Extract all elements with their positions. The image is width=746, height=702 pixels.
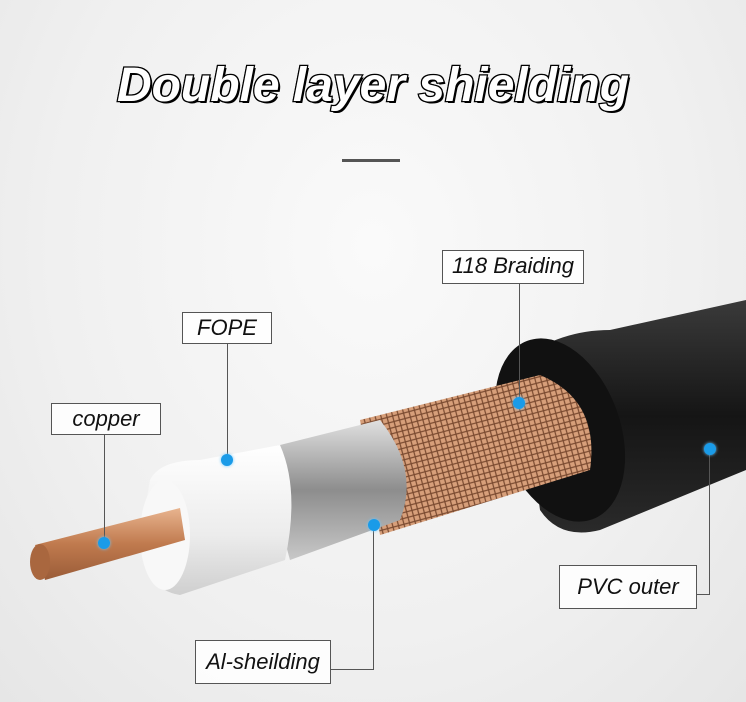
label-al-shielding: Al-sheilding [195,640,331,684]
marker-fope-dot [221,454,233,466]
title-divider [342,159,400,162]
marker-al-shielding-dot [368,519,380,531]
marker-copper-dot [98,537,110,549]
marker-braiding-dot [513,397,525,409]
leader-line-pvc-outer-h [697,594,710,595]
leader-line-copper [104,435,105,542]
leader-line-pvc-outer [709,450,710,595]
label-pvc-outer: PVC outer [559,565,697,609]
marker-pvc-outer-dot [704,443,716,455]
page-title: Double layer shielding [116,58,631,114]
leader-line-braiding [519,284,520,398]
leader-line-al-shielding [373,525,374,670]
label-copper: copper [51,403,161,435]
leader-line-fope [227,344,228,457]
label-braiding: 118 Braiding [442,250,584,284]
leader-line-al-shielding-h [331,669,374,670]
label-fope: FOPE [182,312,272,344]
